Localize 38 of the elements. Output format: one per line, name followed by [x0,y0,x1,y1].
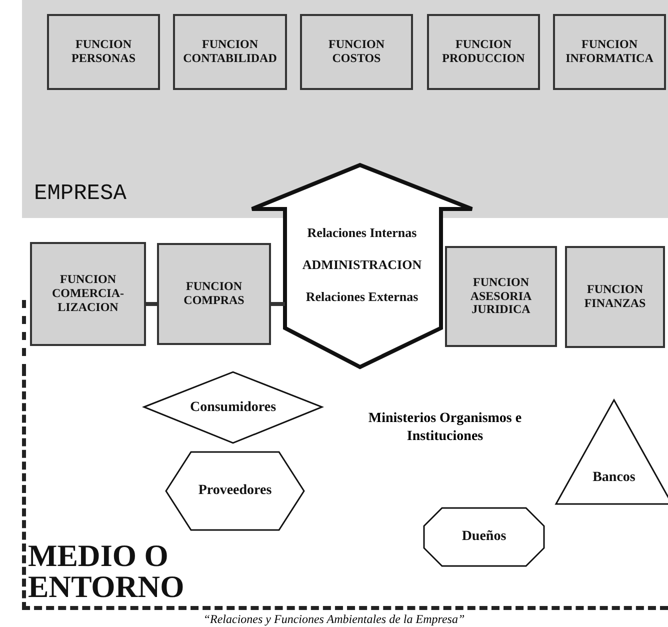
function-box [565,246,665,348]
function-label: FUNCION COSTOS [328,38,386,66]
function-label: FUNCION COMPRAS [182,280,246,308]
function-box [47,14,160,90]
function-box [553,14,666,90]
administration-arrow-shape [252,163,472,367]
environment-region [22,368,668,610]
connector-line [271,302,285,306]
function-box [173,14,287,90]
company-band [22,0,668,218]
diamond-shape [144,370,322,445]
function-box [30,242,146,346]
function-box [157,243,271,345]
function-box [300,14,413,90]
connector-line [146,302,157,306]
hexagon-shape [166,451,304,531]
actor-label: Dueños [462,529,506,545]
actor-label: Proveedores [198,483,272,499]
triangle-shape [556,400,668,506]
function-label: FUNCION ASESORIA JURIDICA [469,276,533,318]
company-label: EMPRESA [34,181,126,206]
function-label: FUNCION PRODUCCION [441,38,526,66]
function-label: FUNCION PERSONAS [70,38,136,66]
function-label: FUNCION COMERCIA- LIZACION [51,273,125,315]
octagon-shape [424,508,544,566]
actor-label: Bancos [592,470,636,486]
relations-label: Relaciones Internas [306,225,418,241]
environment-note: Ministerios Organismos e Instituciones [367,410,523,445]
environment-label: MEDIO O ENTORNO [27,540,186,606]
caption: “Relaciones y Funciones Ambientales de la Empresa” [202,612,466,627]
function-box [427,14,540,90]
actor-label: Consumidores [190,400,276,416]
administration-label: ADMINISTRACION [301,257,423,273]
function-label: FUNCION INFORMATICA [564,38,654,66]
relations-label: Relaciones Externas [304,289,420,305]
function-box [445,246,557,347]
function-label: FUNCION FINANZAS [583,283,647,311]
function-label: FUNCION CONTABILIDAD [182,38,278,66]
